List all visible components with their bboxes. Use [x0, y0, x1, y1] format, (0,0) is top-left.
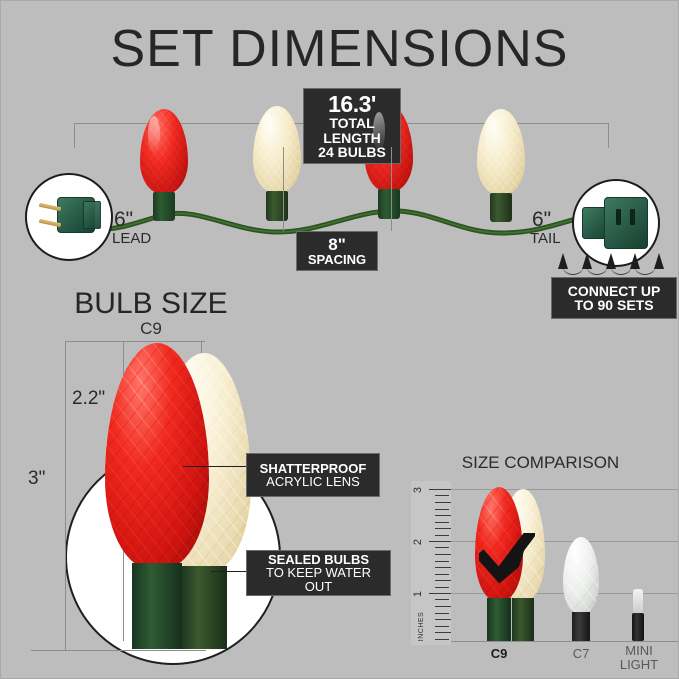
socket-slot-1 [616, 209, 621, 225]
top-guide-line [65, 341, 205, 342]
bulb-lens [633, 589, 643, 615]
height-guide-line [65, 341, 66, 651]
ruler-tick-3: 3 [412, 486, 425, 494]
comparison-bulb-c7 [563, 537, 599, 641]
bulb-size-subheading: C9 [140, 319, 162, 338]
bulb-lens [253, 106, 301, 194]
shatterproof-line1: SHATTERPROOF [259, 460, 367, 476]
comparison-label-mini: MINI LIGHT [613, 644, 665, 671]
size-comparison-section: SIZE COMPARISON 3 2 1 INCHES [401, 441, 678, 678]
comparison-baseline [411, 641, 678, 642]
ruler-tick-1: 1 [412, 590, 425, 598]
bulb-size-section: BULB SIZE C9 2.2" 3" [1, 281, 401, 678]
socket-icon [604, 197, 648, 249]
size-comparison-heading: SIZE COMPARISON [461, 453, 620, 472]
spacing-tick-left [283, 147, 284, 231]
connect-line2: TO 90 SETS [574, 297, 654, 313]
total-length-line2: LENGTH [323, 129, 381, 146]
bulb-base [132, 563, 182, 649]
sealed-line2: TO KEEP WATER OUT [266, 565, 371, 594]
spacing-value: 8" [328, 234, 346, 254]
bulb-lens [140, 109, 188, 195]
tail-label: TAIL [530, 230, 561, 247]
bulb-base [572, 611, 590, 641]
light-string-icon [554, 253, 672, 275]
spacing-callout: 8" SPACING [297, 232, 377, 270]
feature-1-leader [183, 466, 249, 467]
plug-closeup-circle [25, 173, 113, 261]
total-length-callout: 16.3' TOTAL LENGTH 24 BULBS [304, 89, 400, 163]
total-length-bulbs: 24 BULBS [318, 143, 386, 160]
bulb-lens [477, 109, 525, 195]
feature-2-leader [211, 571, 249, 572]
bulb-base [487, 597, 511, 641]
lead-label: LEAD [112, 230, 152, 247]
page-title: SET DIMENSIONS [110, 20, 569, 78]
string-bulb-red-1 [140, 109, 188, 221]
bulb-width-label: 2.2" [68, 389, 110, 408]
bulb-base [152, 191, 176, 221]
bulb-lens [105, 343, 209, 570]
shatterproof-callout: SHATTERPROOF ACRYLIC LENS [247, 454, 379, 496]
bulb-size-heading: BULB SIZE [74, 287, 228, 320]
sealed-bulbs-callout: SEALED BULBS TO KEEP WATER OUT [247, 551, 390, 595]
bulb-base [632, 613, 644, 641]
grid-line-3in [411, 489, 678, 490]
total-length-line1: TOTAL [329, 115, 375, 132]
connect-sets-callout: CONNECT UP TO 90 SETS [552, 278, 676, 318]
total-length-value: 16.3' [328, 90, 376, 117]
bulb-base [512, 598, 534, 641]
ruler-tick-2: 2 [412, 538, 425, 546]
spacing-tick-right [391, 147, 392, 231]
comparison-bulb-mini [629, 589, 647, 641]
ruler-unit-label: INCHES [418, 611, 426, 642]
plug-back [83, 201, 101, 229]
bulb-lens [563, 537, 599, 614]
lead-value: 6" [114, 208, 134, 231]
comparison-label-mini-line2: LIGHT [619, 656, 659, 672]
bulb-base [489, 192, 513, 222]
string-bulb-warm-1 [253, 106, 301, 221]
bulb-base [265, 191, 289, 221]
tail-value: 6" [532, 208, 552, 231]
comparison-label-c7: C7 [572, 646, 590, 661]
bulb-height-label: 3" [25, 467, 49, 490]
checkmark-icon [479, 533, 535, 583]
comparison-label-c9: C9 [490, 646, 508, 661]
connect-line1: CONNECT UP [567, 282, 661, 299]
bulb-base [377, 189, 401, 219]
bulb-base [181, 566, 227, 649]
comparison-label-mini-line1: MINI [625, 643, 653, 658]
socket-slot-2 [630, 209, 635, 225]
string-diagram: 16.3' TOTAL LENGTH 24 BULBS 8" SPACING 6… [1, 1, 678, 318]
shatterproof-line2: ACRYLIC LENS [266, 474, 360, 489]
ruler: 3 2 1 INCHES [411, 481, 451, 645]
large-bulb-red [105, 343, 209, 649]
bottom-guide-line [31, 650, 206, 651]
sealed-line1: SEALED BULBS [267, 552, 370, 568]
string-bulb-warm-2 [477, 109, 525, 222]
grid-line-2in [411, 541, 678, 542]
spacing-label: SPACING [307, 252, 367, 268]
